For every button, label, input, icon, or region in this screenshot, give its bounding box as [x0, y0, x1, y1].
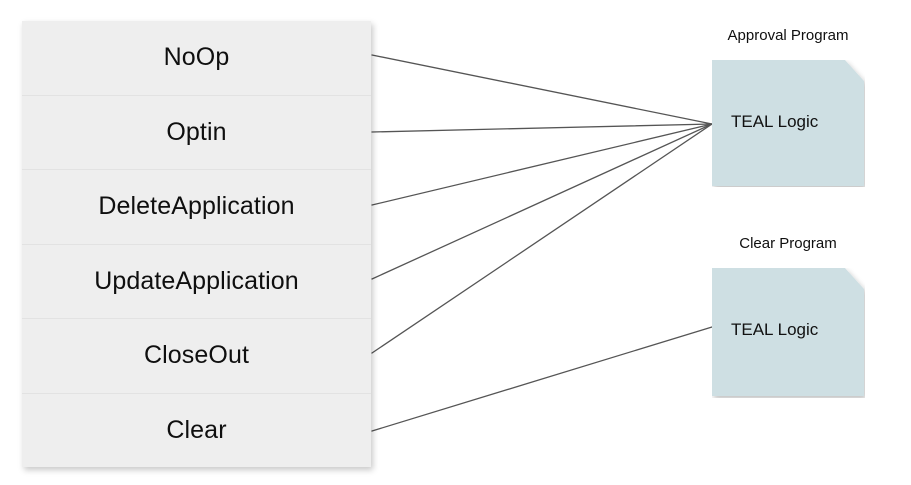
connector-closeout-to-approval: [371, 123, 713, 354]
folded-corner-note-path: [712, 268, 864, 396]
clear-program-shape: TEAL Logic: [712, 268, 865, 396]
list-item-label: CloseOut: [143, 341, 249, 370]
connector-optin-to-approval: [371, 123, 713, 133]
connector-clear-to-clearprogram: [371, 326, 713, 432]
list-item-label: Optin: [166, 117, 227, 146]
list-item-updateapplication[interactable]: UpdateApplication: [22, 243, 371, 318]
list-item-clear[interactable]: Clear: [22, 392, 371, 467]
clear-program-title: Clear Program: [739, 235, 837, 252]
list-item-closeout[interactable]: CloseOut: [22, 318, 371, 393]
list-item-label: Clear: [166, 415, 227, 444]
list-item-noop[interactable]: NoOp: [22, 21, 371, 95]
approval-program-shape: TEAL Logic: [712, 60, 865, 187]
list-item-deleteapplication[interactable]: DeleteApplication: [22, 169, 371, 244]
list-item-label: UpdateApplication: [94, 266, 299, 295]
approval-program-body-label: TEAL Logic: [731, 112, 819, 131]
list-item-label: NoOp: [163, 43, 230, 72]
approval-program-title: Approval Program: [727, 27, 849, 44]
approval-program-node[interactable]: Approval Program TEAL Logic: [712, 28, 867, 188]
connector-deleteapplication-to-approval: [371, 123, 713, 206]
clear-program-node[interactable]: Clear Program TEAL Logic: [712, 236, 867, 398]
list-item-optin[interactable]: Optin: [22, 94, 371, 169]
oncomplete-actions-panel: NoOp Optin DeleteApplication UpdateAppli…: [22, 21, 371, 467]
folded-corner-note-path: [712, 60, 864, 186]
clear-program-body-label: TEAL Logic: [731, 320, 819, 339]
list-item-label: DeleteApplication: [98, 192, 295, 221]
connector-updateapplication-to-approval: [371, 123, 713, 280]
connector-noop-to-approval: [371, 54, 713, 125]
